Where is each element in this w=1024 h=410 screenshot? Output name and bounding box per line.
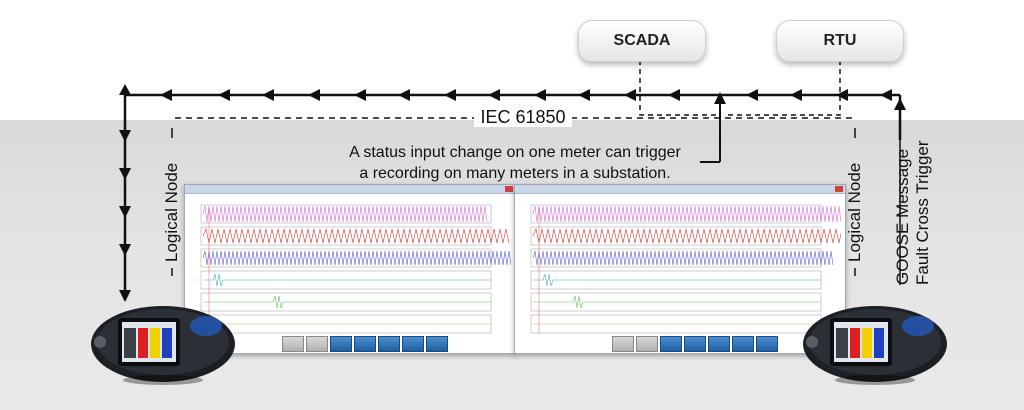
rtu-label: RTU — [823, 32, 857, 49]
close-icon[interactable] — [835, 186, 843, 192]
toolbar-button[interactable] — [330, 336, 352, 352]
close-icon[interactable] — [505, 186, 513, 192]
toolbar-button[interactable] — [306, 336, 328, 352]
meter-bar-blue — [874, 328, 884, 358]
caption-line-2: a recording on many meters in a substati… — [359, 165, 671, 182]
toolbar-button[interactable] — [708, 336, 730, 352]
toolbar-button[interactable] — [756, 336, 778, 352]
toolbar-button[interactable] — [684, 336, 706, 352]
toolbar-button[interactable] — [378, 336, 400, 352]
waveform-toolbar-right — [612, 336, 778, 352]
riser-arrowheads — [119, 130, 131, 302]
waveform-window-right — [514, 184, 846, 354]
waveform-traces — [530, 204, 841, 334]
logical-node-right-label: Logical Node — [845, 162, 864, 262]
meter-device-right — [803, 306, 947, 385]
iec-61850-text: IEC 61850 — [474, 107, 572, 127]
caption-line-1: A status input change on one meter can t… — [349, 144, 681, 161]
rtu-dashed-link — [725, 60, 841, 116]
toolbar-button[interactable] — [282, 336, 304, 352]
meter-knob-icon[interactable] — [94, 336, 106, 348]
meter-side-panel — [124, 328, 136, 358]
meter-bar-yellow — [150, 328, 160, 358]
waveform-traces — [200, 204, 511, 334]
caption-arrowhead — [714, 92, 726, 104]
meter-bar-red — [138, 328, 148, 358]
waveform-plots — [530, 204, 841, 334]
rtu-box: RTU — [776, 20, 904, 62]
scada-label: SCADA — [613, 32, 671, 49]
scada-dashed-link — [639, 60, 718, 116]
meter-bar-red — [850, 328, 860, 358]
meter-port — [902, 316, 934, 336]
toolbar-button[interactable] — [732, 336, 754, 352]
waveform-toolbar-left — [282, 336, 448, 352]
iec-61850-label: IEC 61850 — [458, 106, 588, 128]
toolbar-button[interactable] — [660, 336, 682, 352]
toolbar-button[interactable] — [402, 336, 424, 352]
meter-shadow — [835, 375, 915, 385]
meter-bar-yellow — [862, 328, 872, 358]
meter-bar-blue — [162, 328, 172, 358]
meter-device-left — [91, 306, 235, 385]
bus-arrowheads — [119, 84, 892, 101]
caption: A status input change on one meter can t… — [310, 142, 720, 184]
meter-port — [190, 316, 222, 336]
meter-side-panel — [836, 328, 848, 358]
toolbar-button[interactable] — [426, 336, 448, 352]
toolbar-button[interactable] — [354, 336, 376, 352]
meter-shadow — [123, 375, 203, 385]
toolbar-button[interactable] — [612, 336, 634, 352]
scada-box: SCADA — [578, 20, 706, 62]
waveform-window-left — [184, 184, 516, 354]
meter-knob-icon[interactable] — [806, 336, 818, 348]
logical-node-left-label: Logical Node — [162, 162, 181, 262]
window-titlebar — [185, 185, 515, 194]
waveform-plots — [200, 204, 511, 334]
goose-message-label: GOOSE Message — [893, 148, 912, 285]
toolbar-button[interactable] — [636, 336, 658, 352]
goose-arrowhead — [894, 98, 906, 110]
window-titlebar — [515, 185, 845, 194]
fault-cross-trigger-label: Fault Cross Trigger — [913, 140, 932, 285]
